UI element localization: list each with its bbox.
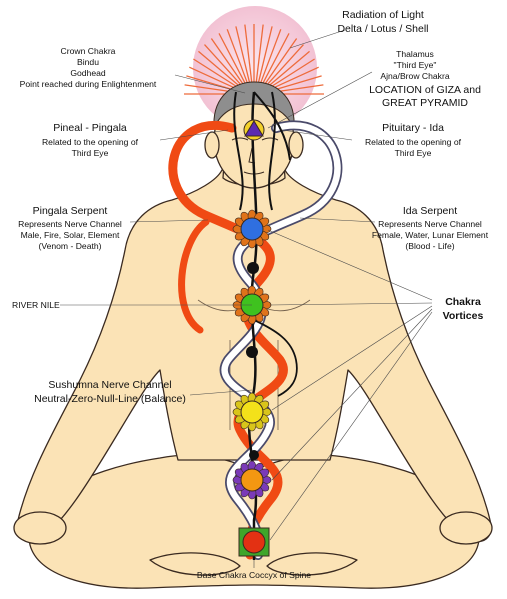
chakra-brow	[243, 119, 265, 141]
chakra-icon	[240, 468, 264, 492]
annotations: Radiation of Light Delta / Lotus / Shell…	[12, 9, 489, 580]
crown-label-3: Godhead	[70, 68, 106, 78]
pingala-label-3: (Venom - Death)	[38, 241, 101, 251]
chakra-icon	[240, 217, 264, 241]
sushumna-label-2: Neutral-Zero-Null-Line (Balance)	[34, 393, 186, 405]
chakra-throat	[232, 209, 272, 249]
pingala-title: Pingala Serpent	[33, 205, 108, 217]
crown-label-4: Point reached during Enlightenment	[20, 79, 157, 89]
sushumna-label-1: Sushumna Nerve Channel	[48, 379, 171, 391]
chakra-root	[238, 527, 270, 557]
right-foot	[266, 552, 358, 576]
vortices-label-1: Chakra	[445, 296, 481, 308]
left-ear	[204, 131, 220, 159]
right-ear	[288, 131, 304, 159]
giza-label-1: LOCATION of GIZA and	[369, 84, 481, 96]
right-hand	[439, 511, 493, 545]
ida-title: Ida Serpent	[403, 205, 457, 217]
radiation-label-1: Radiation of Light	[342, 9, 424, 21]
pituitary-title: Pituitary - Ida	[382, 122, 444, 134]
giza-label-2: GREAT PYRAMID	[382, 97, 468, 109]
radiation-label-2: Delta / Lotus / Shell	[337, 23, 428, 35]
chakra-heart	[232, 285, 272, 325]
ida-label-1: Represents Nerve Channel	[378, 219, 482, 229]
pineal-title: Pineal - Pingala	[53, 122, 127, 134]
pineal-label-2: Third Eye	[72, 148, 109, 158]
river-nile-path	[253, 319, 298, 397]
crown-label-1: Crown Chakra	[61, 46, 116, 56]
pingala-label-2: Male, Fire, Solar, Element	[21, 230, 120, 240]
thalamus-label-2: "Third Eye"	[394, 60, 437, 70]
vortices-label-2: Vortices	[443, 310, 484, 322]
leader-lines	[60, 29, 433, 568]
pineal-label-1: Related to the opening of	[42, 137, 139, 147]
left-hand	[13, 511, 67, 545]
river-nile-label: RIVER NILE	[12, 300, 60, 310]
pituitary-label-1: Related to the opening of	[365, 137, 462, 147]
crown-roots	[233, 91, 291, 211]
ida-serpent	[221, 122, 341, 559]
pingala-serpent	[168, 121, 288, 560]
chakra-solar-plexus	[232, 392, 272, 432]
thalamus-label-3: Ajna/Brow Chakra	[380, 71, 449, 81]
thalamus-label-1: Thalamus	[396, 49, 434, 59]
ida-label-3: (Blood - Life)	[405, 241, 454, 251]
ida-label-2: Female, Water, Lunar Element	[372, 230, 489, 240]
channel-knots	[246, 262, 259, 460]
chakra-sacral	[232, 460, 272, 500]
pingala-label-1: Represents Nerve Channel	[18, 219, 122, 229]
triangle-eye-icon	[244, 120, 264, 137]
pituitary-label-2: Third Eye	[395, 148, 432, 158]
base-chakra-label: Base Chakra Coccyx of Spine	[197, 570, 311, 580]
chakra-icon	[240, 400, 264, 424]
left-foot	[149, 552, 241, 576]
crown-label-2: Bindu	[77, 57, 99, 67]
pingala-tail	[178, 218, 210, 334]
